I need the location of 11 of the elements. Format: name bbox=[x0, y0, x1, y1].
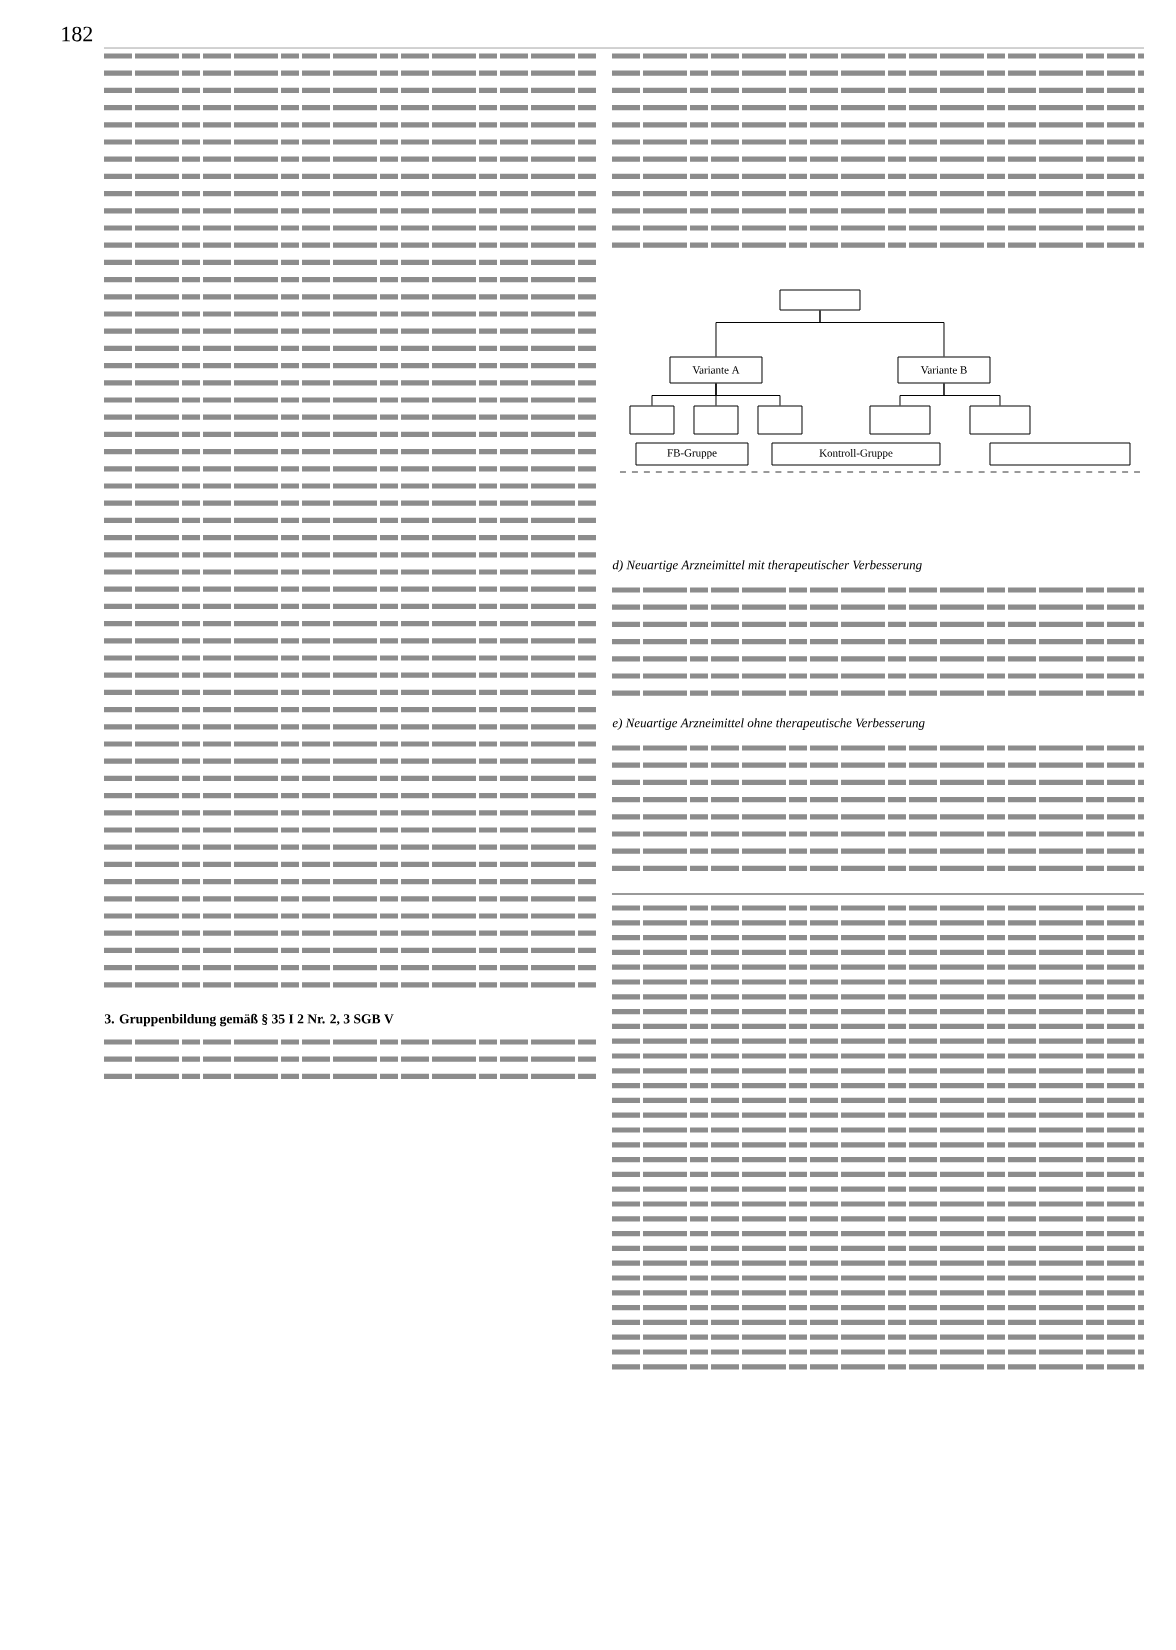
empty-box bbox=[779, 289, 861, 311]
connector-line bbox=[943, 383, 1001, 406]
empty-box bbox=[629, 405, 675, 435]
empty-box bbox=[757, 405, 803, 435]
empty-box bbox=[693, 405, 739, 435]
connector-line bbox=[715, 383, 781, 406]
empty-box bbox=[969, 405, 1031, 435]
connector-line bbox=[819, 310, 945, 357]
page-number: 182 bbox=[62, 26, 93, 42]
empty-box bbox=[989, 442, 1131, 466]
empty-box bbox=[869, 405, 931, 435]
